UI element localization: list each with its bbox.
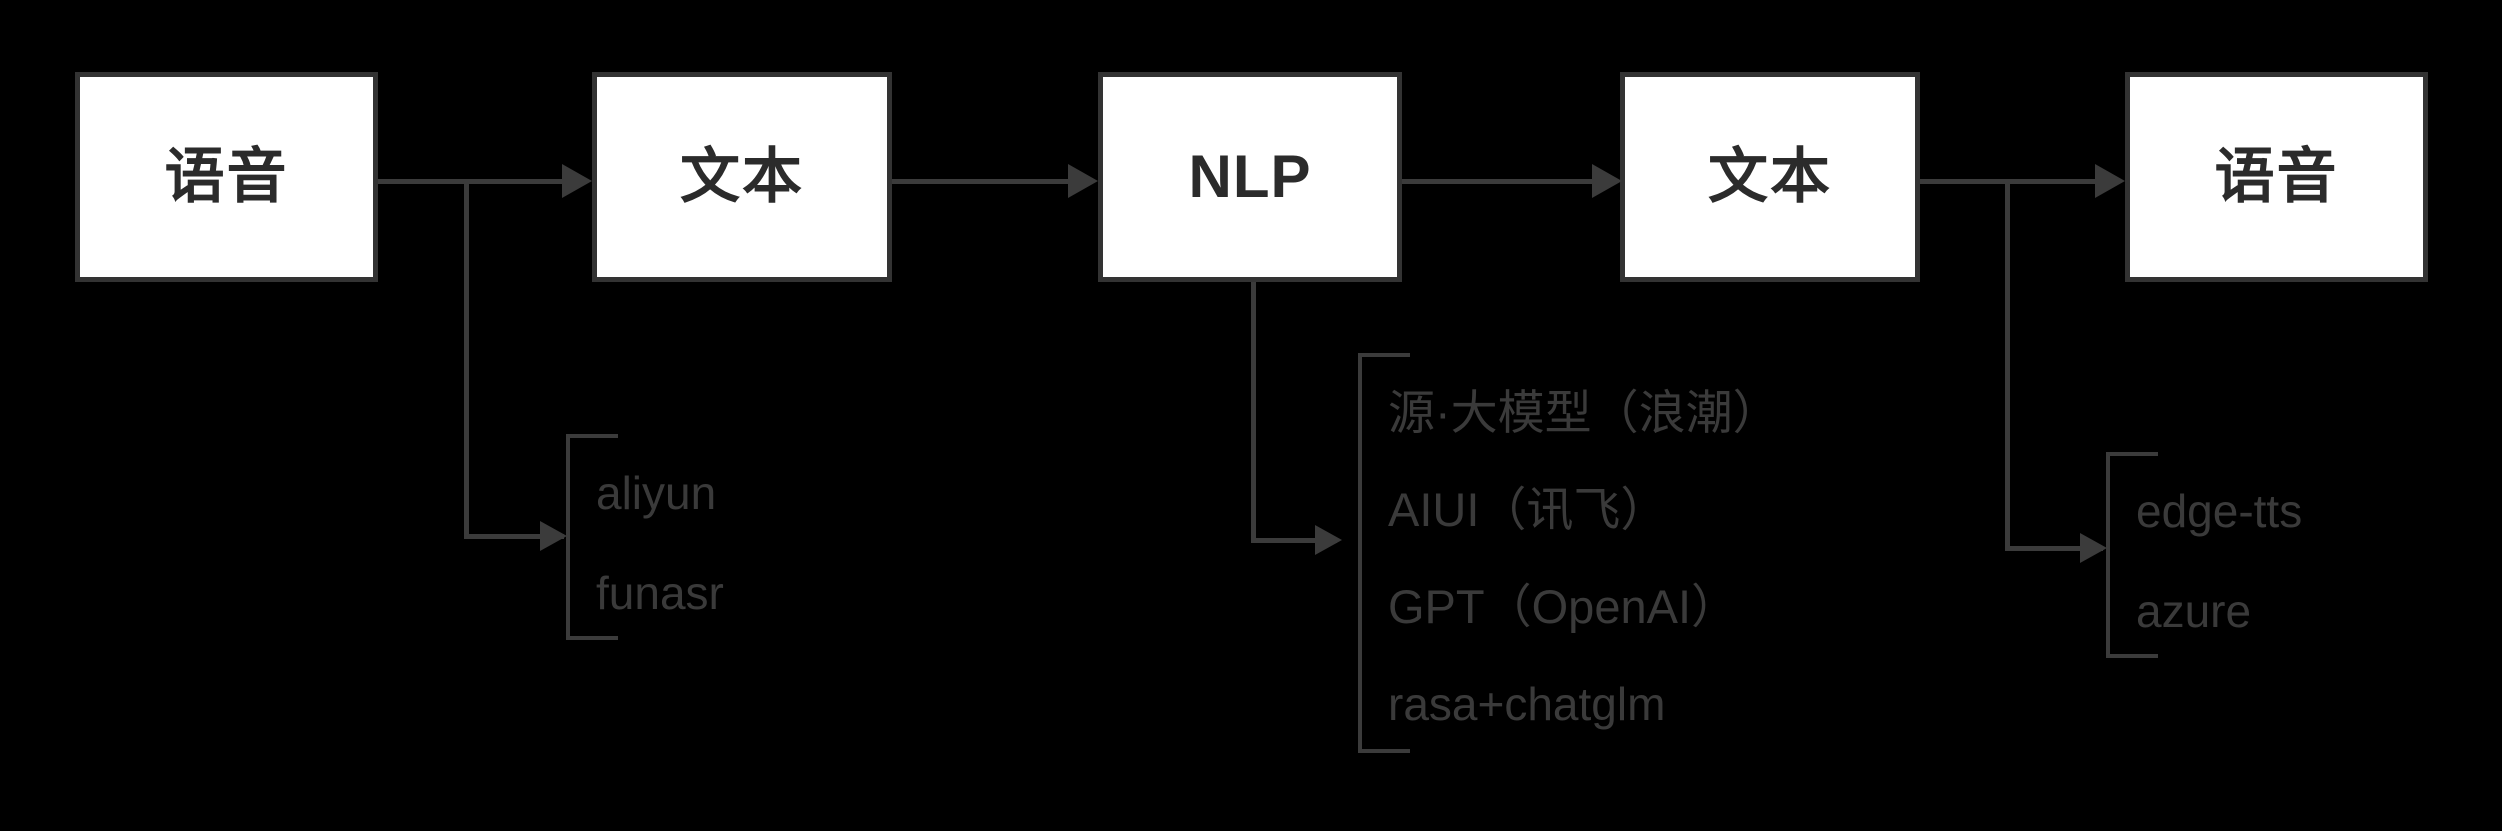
flow-arrow-nlp-to-text-out-line — [1402, 179, 1598, 184]
asr-branch-horizontal-line — [464, 534, 564, 539]
node-text-in[interactable]: 文本 — [592, 72, 892, 282]
asr-branch-drop-line — [464, 179, 469, 539]
node-text-out-label: 文本 — [1708, 143, 1832, 210]
nlp-bracket-bottom-arm — [1358, 749, 1410, 753]
asr-bracket-spine — [566, 434, 570, 640]
flow-arrow-text-in-to-nlp-head — [1068, 164, 1098, 198]
nlp-branch-arrow-head — [1315, 525, 1342, 555]
nlp-bracket-top-arm — [1358, 353, 1410, 357]
tts-branch-arrow-head — [2080, 533, 2107, 563]
nlp-option-gpt[interactable]: GPT（OpenAI） — [1388, 580, 1738, 633]
flow-arrow-text-in-to-nlp-line — [892, 179, 1072, 184]
asr-branch-arrow-head — [540, 521, 567, 551]
node-speech-out[interactable]: 语音 — [2125, 72, 2428, 282]
tts-option-azure[interactable]: azure — [2136, 585, 2252, 637]
nlp-bracket-spine — [1358, 353, 1362, 753]
flow-arrow-text-out-to-speech-out-line — [1920, 179, 2102, 184]
flow-arrow-text-out-to-speech-out-head — [2095, 164, 2125, 198]
asr-bracket-bottom-arm — [566, 636, 618, 640]
flow-arrow-speech-in-to-text-in-line — [378, 179, 568, 184]
node-speech-out-label: 语音 — [2214, 143, 2339, 210]
nlp-option-aiui[interactable]: AIUI（讯飞） — [1388, 483, 1668, 536]
asr-bracket-top-arm — [566, 434, 618, 438]
asr-option-funasr[interactable]: funasr — [596, 567, 724, 619]
node-nlp[interactable]: NLP — [1098, 72, 1402, 282]
flow-arrow-speech-in-to-text-in-head — [562, 164, 592, 198]
tts-bracket-spine — [2106, 452, 2110, 658]
tts-bracket-top-arm — [2106, 452, 2158, 456]
tts-bracket-bottom-arm — [2106, 654, 2158, 658]
node-nlp-label: NLP — [1188, 143, 1312, 210]
tts-branch-drop-line — [2005, 179, 2010, 551]
nlp-option-yuan[interactable]: 源·大模型（浪潮） — [1388, 386, 1780, 439]
tts-option-edge-tts[interactable]: edge-tts — [2136, 485, 2303, 537]
nlp-option-rasa-chatglm[interactable]: rasa+chatglm — [1388, 678, 1666, 730]
node-speech-in-label: 语音 — [164, 143, 289, 210]
node-text-in-label: 文本 — [680, 143, 804, 210]
nlp-branch-horizontal-line — [1251, 538, 1337, 543]
tts-branch-horizontal-line — [2005, 546, 2103, 551]
flow-arrow-nlp-to-text-out-head — [1592, 164, 1622, 198]
node-speech-in[interactable]: 语音 — [75, 72, 378, 282]
asr-option-aliyun[interactable]: aliyun — [596, 467, 717, 519]
nlp-branch-drop-line — [1251, 282, 1256, 542]
node-text-out[interactable]: 文本 — [1620, 72, 1920, 282]
